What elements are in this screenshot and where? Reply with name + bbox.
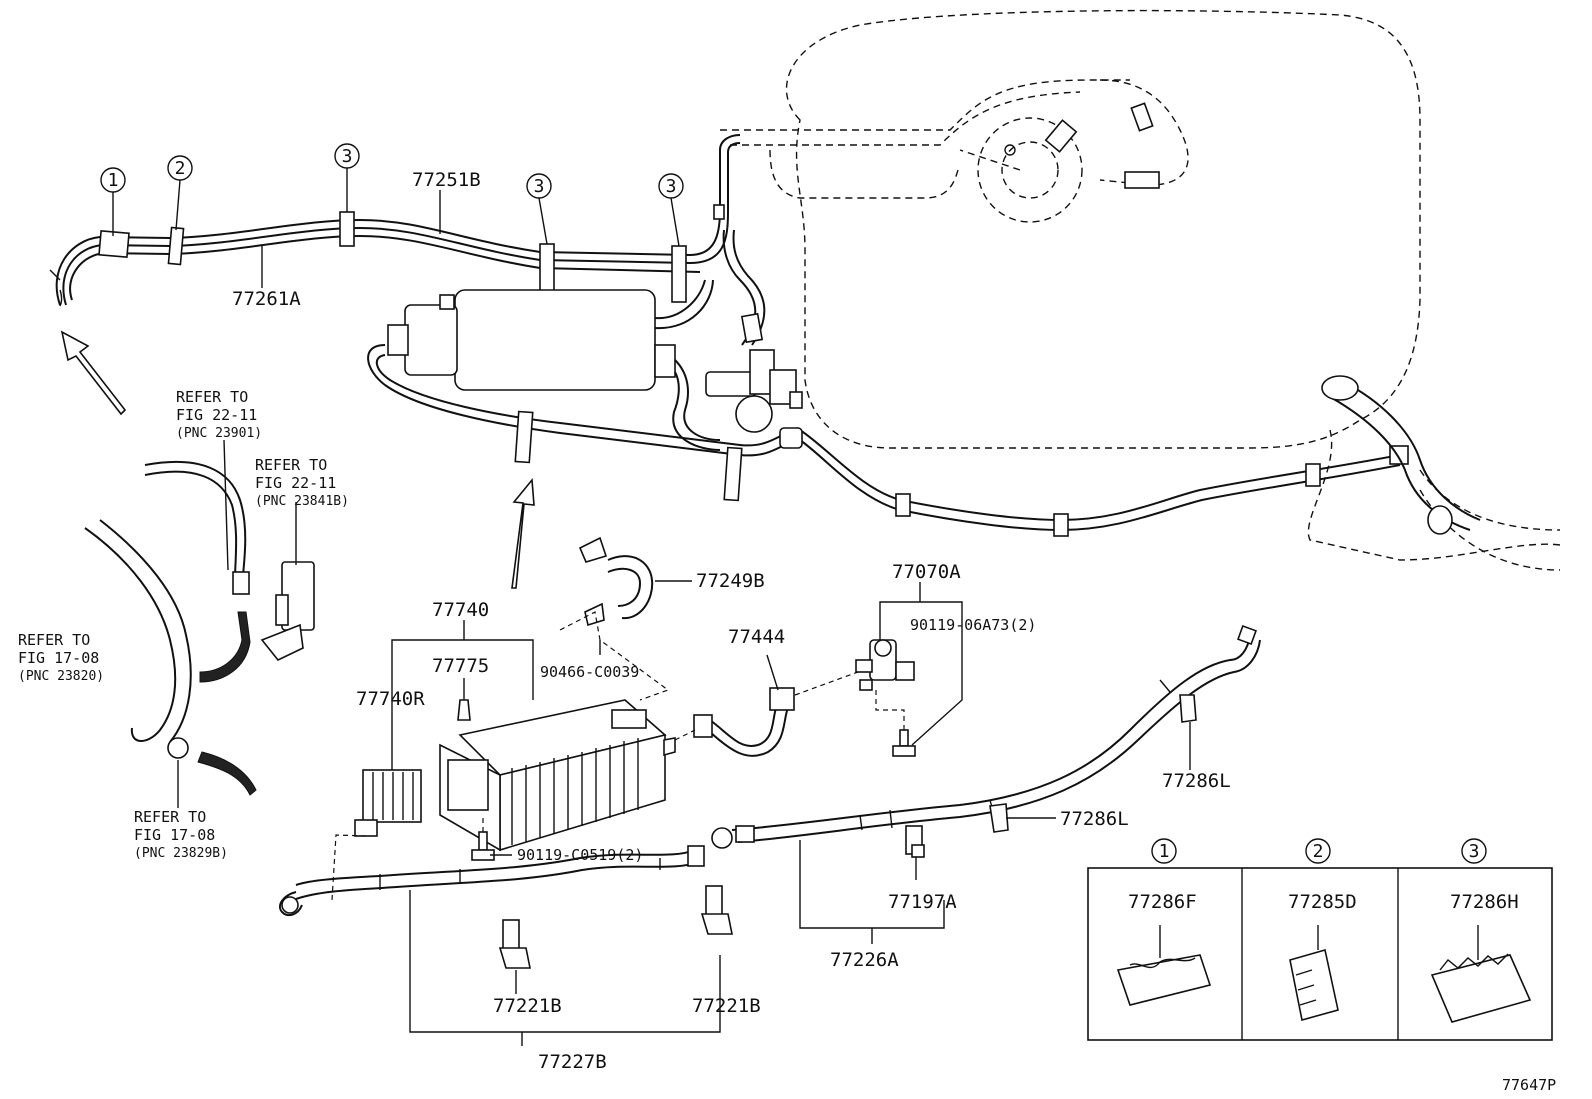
part-77226a-hose [711, 625, 1261, 944]
part-77221b-clip-a [498, 919, 531, 994]
part-77249b-hose [578, 536, 692, 627]
legend-clip-2-icon [1289, 925, 1339, 1022]
bracket-77740 [391, 620, 534, 770]
clip-marker-3a: 3 [334, 143, 360, 169]
callout-77261a: 77261A [232, 288, 301, 310]
ref-hose-23901 [144, 461, 250, 595]
legend-part-77285d: 77285D [1288, 891, 1357, 913]
legend-marker-3: 3 [1461, 838, 1487, 864]
part-77740-canister [439, 699, 676, 852]
part-90466-clip [559, 611, 670, 701]
callout-77251b: 77251B [412, 169, 481, 191]
callout-77775: 77775 [432, 655, 489, 677]
svg-text:(PNC 23820): (PNC 23820) [18, 669, 104, 684]
reference-fig-17-08-pnc-23829b: REFER TO FIG 17-08 (PNC 23829B) [134, 808, 228, 861]
callout-90119-06a73: 90119-06A73(2) [910, 616, 1036, 634]
svg-text:2: 2 [1313, 841, 1324, 862]
callout-77740r: 77740R [356, 688, 425, 710]
fuel-tank-outline [720, 9, 1561, 571]
legend-part-77286f: 77286F [1128, 891, 1197, 913]
svg-text:FIG 17-08: FIG 17-08 [134, 826, 215, 844]
callout-77226a: 77226A [830, 949, 899, 971]
lower-vapor-hose [367, 344, 1481, 537]
callout-77221b-b: 77221B [692, 995, 761, 1017]
tube-clips-top [98, 204, 725, 303]
legend-clip-3-icon [1430, 925, 1532, 1023]
svg-text:REFER TO: REFER TO [255, 456, 327, 474]
clip-marker-1: 1 [100, 167, 126, 193]
reference-fig-22-11-pnc-23901: REFER TO FIG 22-11 (PNC 23901) [176, 388, 262, 441]
svg-text:3: 3 [342, 146, 353, 167]
ref-hose-23820 [84, 519, 257, 796]
part-77286l-clip-a [1179, 694, 1197, 770]
callout-77070a: 77070A [892, 561, 961, 583]
svg-text:3: 3 [1469, 841, 1480, 862]
leader-lines [112, 168, 680, 808]
svg-text:1: 1 [1159, 841, 1170, 862]
svg-text:(PNC 23829B): (PNC 23829B) [134, 846, 228, 861]
svg-text:3: 3 [666, 176, 677, 197]
legend-marker-2: 2 [1305, 838, 1331, 864]
legend-part-77286h: 77286H [1450, 891, 1519, 913]
reference-fig-22-11-pnc-23841b: REFER TO FIG 22-11 (PNC 23841B) [255, 456, 349, 509]
canister-ribs [511, 738, 639, 845]
callout-77227b: 77227B [538, 1051, 607, 1073]
part-90119-c0519-bolt [471, 818, 512, 861]
callout-77286l-b: 77286L [1060, 808, 1129, 830]
part-77070a-valve [855, 582, 963, 757]
part-77197a-clip [905, 825, 925, 880]
legend-clip-1-icon [1116, 925, 1212, 1006]
callout-90466-c0039: 90466-C0039 [540, 663, 639, 681]
svg-text:1: 1 [108, 170, 119, 191]
module-fins [372, 772, 414, 820]
svg-text:FIG 22-11: FIG 22-11 [255, 474, 336, 492]
callout-90119-c0519: 90119-C0519(2) [517, 846, 643, 864]
callout-77286l-a: 77286L [1162, 770, 1231, 792]
legend-marker-1: 1 [1151, 838, 1177, 864]
svg-text:REFER TO: REFER TO [134, 808, 206, 826]
part-77286l-clip-b [989, 803, 1056, 833]
tank-vent-fitting [1044, 102, 1160, 189]
callout-77197a: 77197A [888, 891, 957, 913]
svg-text:3: 3 [534, 176, 545, 197]
clip-marker-3b: 3 [526, 173, 552, 199]
callout-77740: 77740 [432, 599, 489, 621]
clip-marker-3c: 3 [658, 173, 684, 199]
direction-arrows [60, 330, 535, 589]
callout-77444: 77444 [728, 626, 785, 648]
part-77221b-clip-b [700, 885, 733, 935]
installed-canister [387, 279, 721, 451]
svg-text:(PNC 23841B): (PNC 23841B) [255, 494, 349, 509]
part-77227b-hose [278, 845, 721, 1046]
reference-fig-17-08-pnc-23820: REFER TO FIG 17-08 (PNC 23820) [18, 631, 104, 684]
callout-77221b-a: 77221B [493, 995, 562, 1017]
part-77444-hose [674, 654, 859, 757]
clip-legend [1087, 867, 1553, 1041]
svg-text:FIG 22-11: FIG 22-11 [176, 406, 257, 424]
callout-77249b: 77249B [696, 570, 765, 592]
part-77740r-module [331, 769, 422, 901]
part-77775-screw [457, 678, 471, 721]
installed-purge-valve [705, 229, 803, 433]
svg-text:FIG 17-08: FIG 17-08 [18, 649, 99, 667]
svg-text:(PNC 23901): (PNC 23901) [176, 426, 262, 441]
clip-marker-2: 2 [167, 155, 193, 181]
svg-text:2: 2 [175, 158, 186, 179]
svg-text:REFER TO: REFER TO [176, 388, 248, 406]
fuel-tube-set [49, 134, 741, 307]
ref-part-23841b [260, 561, 315, 661]
figure-number: 77647P [1502, 1076, 1556, 1094]
svg-text:REFER TO: REFER TO [18, 631, 90, 649]
